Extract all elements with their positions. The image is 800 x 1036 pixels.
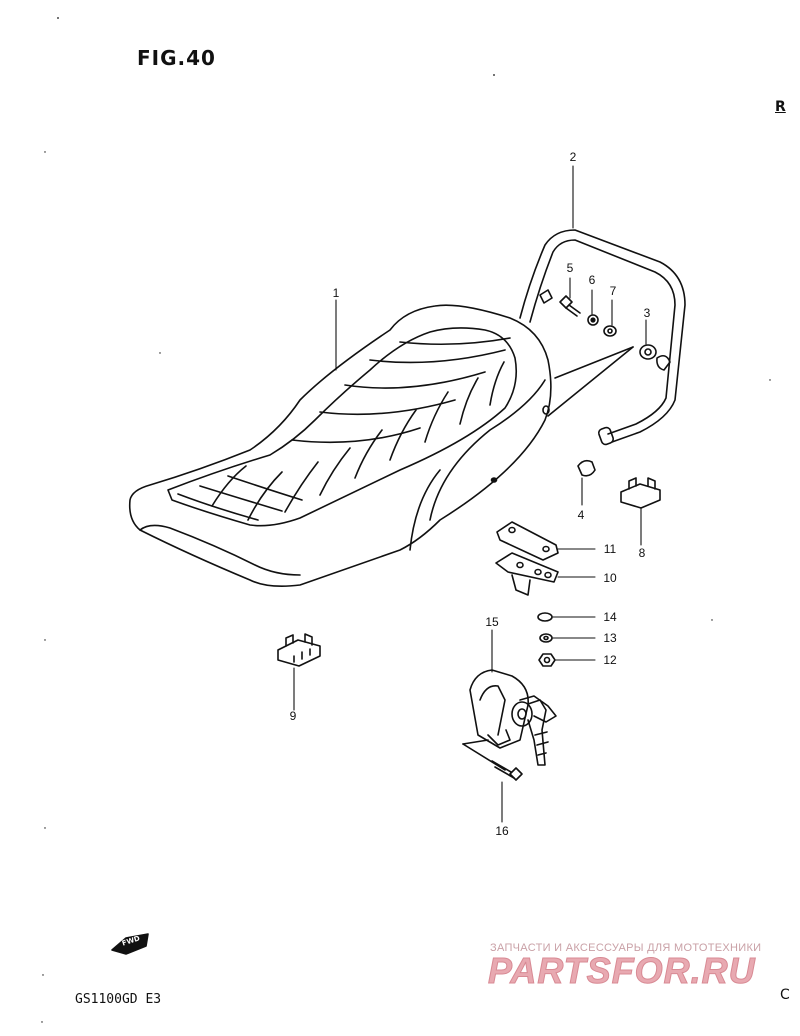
callout-13: 13 — [603, 631, 617, 645]
cap-part-4 — [577, 459, 596, 477]
callout-7: 7 — [609, 284, 617, 298]
rubber-cushion-part-9 — [277, 633, 321, 667]
callout-1: 1 — [332, 286, 340, 300]
hinge-bracket-part-10 — [495, 552, 559, 596]
callout-11: 11 — [603, 542, 617, 556]
bolt-part-16 — [462, 739, 523, 781]
watermark-tagline: ЗАПЧАСТИ И АКСЕССУАРЫ ДЛЯ МОТОТЕХНИКИ — [490, 942, 762, 954]
washer-part-14 — [537, 612, 553, 622]
callout-2: 2 — [569, 150, 577, 164]
bolt-part-5 — [559, 295, 581, 317]
rubber-cushion-part-8 — [620, 477, 661, 509]
model-code: GS1100GD E3 — [75, 992, 162, 1007]
corner-mark-bottom-right: C — [780, 987, 790, 1003]
callout-16: 16 — [495, 824, 509, 838]
callout-4: 4 — [577, 508, 585, 522]
callout-9: 9 — [289, 709, 297, 723]
figure-title: FIG.40 — [137, 46, 216, 70]
callout-8: 8 — [638, 546, 646, 560]
callout-14: 14 — [603, 610, 617, 624]
watermark-logo: PARTSFOR.RU — [488, 950, 756, 991]
washer-part-7 — [603, 325, 617, 337]
leader-lines — [293, 165, 647, 823]
callout-15: 15 — [485, 615, 499, 629]
corner-mark-top-right: R — [775, 99, 786, 115]
seat-part-1 — [128, 304, 552, 587]
scan-specks — [41, 17, 771, 1023]
grab-rail-part-2 — [519, 229, 686, 446]
washer-part-13 — [539, 633, 553, 643]
seat-lock-part-15 — [469, 669, 557, 766]
cushion-part-3 — [542, 344, 657, 417]
plate-part-11 — [496, 521, 559, 561]
callout-6: 6 — [588, 273, 596, 287]
fwd-arrow-icon — [111, 933, 149, 955]
washer-part-6 — [587, 314, 599, 326]
callout-10: 10 — [603, 571, 617, 585]
callout-5: 5 — [566, 261, 574, 275]
callout-12: 12 — [603, 653, 617, 667]
callout-3: 3 — [643, 306, 651, 320]
nut-part-12 — [538, 653, 556, 667]
